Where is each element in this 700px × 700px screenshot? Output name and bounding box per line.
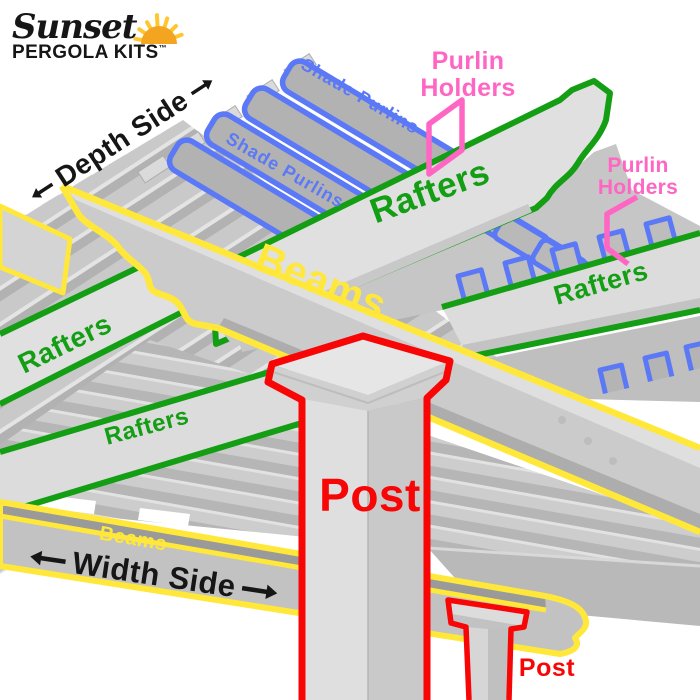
right-rafter	[441, 230, 700, 360]
right-ceiling-wedge	[238, 144, 700, 352]
sun-icon	[133, 13, 185, 44]
trademark-symbol: ™	[158, 43, 168, 53]
purlin-cross-sections	[455, 215, 679, 304]
purlin-holder-bracket-1	[426, 97, 465, 177]
logo-top: Sunset	[12, 6, 192, 44]
left-rafter-2	[0, 357, 346, 517]
purlin-holder-brackets	[426, 97, 639, 267]
purlin-holder-bracket-2	[604, 194, 639, 267]
far-beam-end	[0, 203, 73, 296]
small-post	[445, 597, 530, 700]
logo-wordmark: PERGOLA KITS™	[12, 42, 192, 64]
logo-script-text: Sunset	[12, 7, 137, 47]
main-post	[264, 332, 454, 700]
logo-name-text: PERGOLA KITS	[12, 42, 159, 63]
logo: Sunset PERGOLA KITS™	[12, 6, 192, 64]
